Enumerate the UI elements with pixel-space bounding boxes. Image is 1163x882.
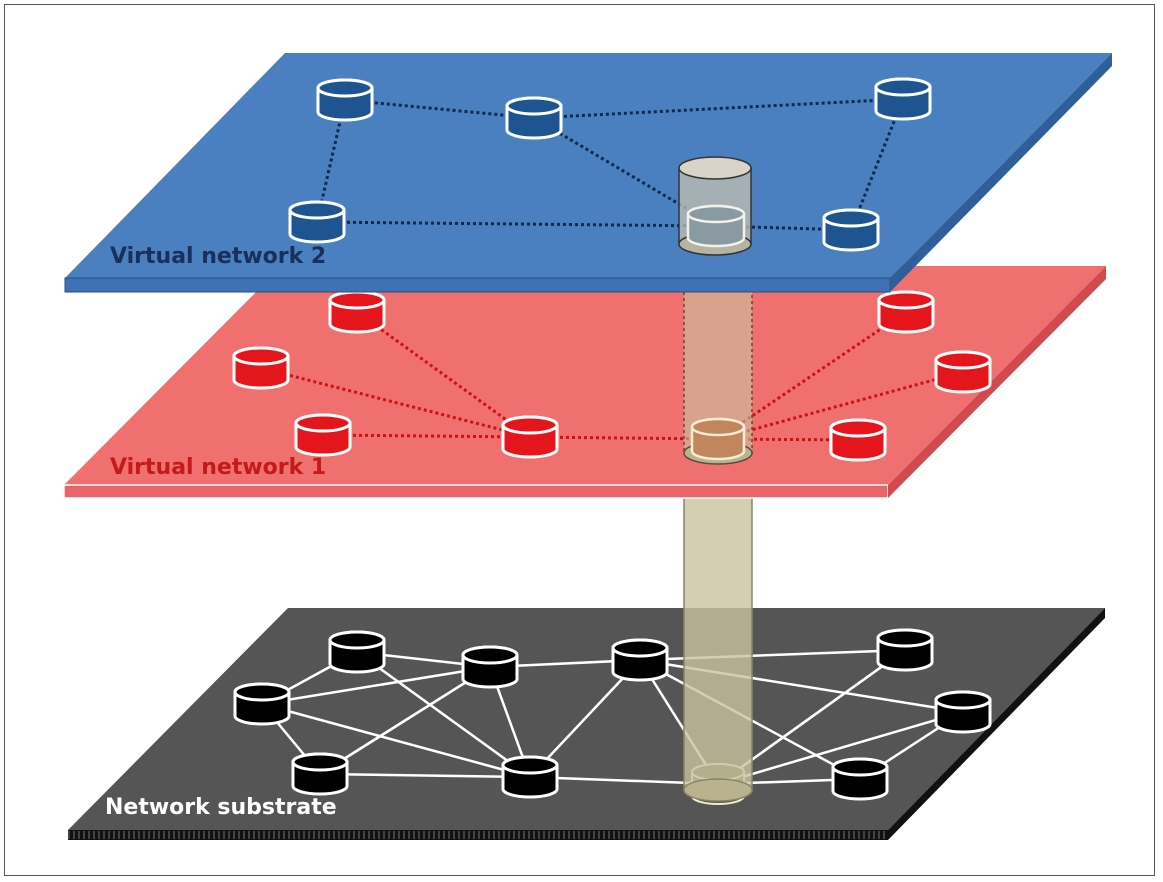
substrate-node (328, 630, 386, 674)
vn2-link (715, 224, 852, 232)
vn2-nodes (288, 77, 932, 252)
vn1-node (877, 290, 935, 334)
vn1-node (294, 413, 352, 457)
vn2-node (822, 208, 880, 252)
substrate-node (934, 690, 992, 734)
vn1-node (690, 417, 746, 461)
substrate-node (501, 755, 559, 799)
substrate-node (461, 645, 519, 689)
vn2-node (505, 96, 563, 140)
substrate-link (319, 665, 491, 776)
diagram-frame (4, 4, 1155, 876)
vn2-node (874, 77, 932, 121)
virtual-node-mapping-tube-lower (683, 489, 753, 802)
vn1-link (260, 366, 531, 439)
substrate-link (319, 772, 531, 779)
substrate-node (611, 638, 669, 682)
vn1-plane-side-edge (888, 266, 1106, 498)
vn1-link (322, 433, 531, 439)
vn1-link (717, 370, 964, 441)
vn2-plane-front-edge (64, 277, 891, 293)
vn1-label: Virtual network 1 (110, 455, 326, 480)
vn1-node (328, 290, 386, 334)
vn2-plane-side-edge (890, 53, 1112, 292)
substrate-node (876, 628, 934, 672)
tube-top-top-cap (678, 156, 752, 180)
vn2-label: Virtual network 2 (110, 244, 326, 269)
substrate-link (356, 650, 531, 779)
substrate-label: Network substrate (105, 795, 337, 820)
vn2-link (316, 220, 717, 228)
substrate-node (233, 682, 291, 726)
substrate-plane-side-edge (888, 608, 1105, 840)
substrate-link (261, 702, 531, 779)
vn1-node (232, 346, 290, 390)
vn1-plane-front-edge (63, 484, 889, 499)
vn2-link (344, 98, 535, 120)
substrate-node (831, 757, 889, 801)
vn2-node (316, 78, 374, 122)
tube-lower-bottom-cap (683, 778, 753, 802)
substrate-link (717, 710, 964, 786)
vn2-node (288, 200, 346, 244)
substrate-node (291, 752, 349, 796)
substrate-link (529, 659, 641, 778)
vn2-link (533, 97, 904, 120)
vn2-node (686, 204, 746, 248)
vn1-nodes (232, 290, 992, 462)
tube-lower-body (683, 489, 753, 791)
vn1-node (829, 418, 887, 462)
vn1-node (934, 350, 992, 394)
vn1-node (501, 415, 559, 459)
substrate-link (261, 665, 491, 706)
